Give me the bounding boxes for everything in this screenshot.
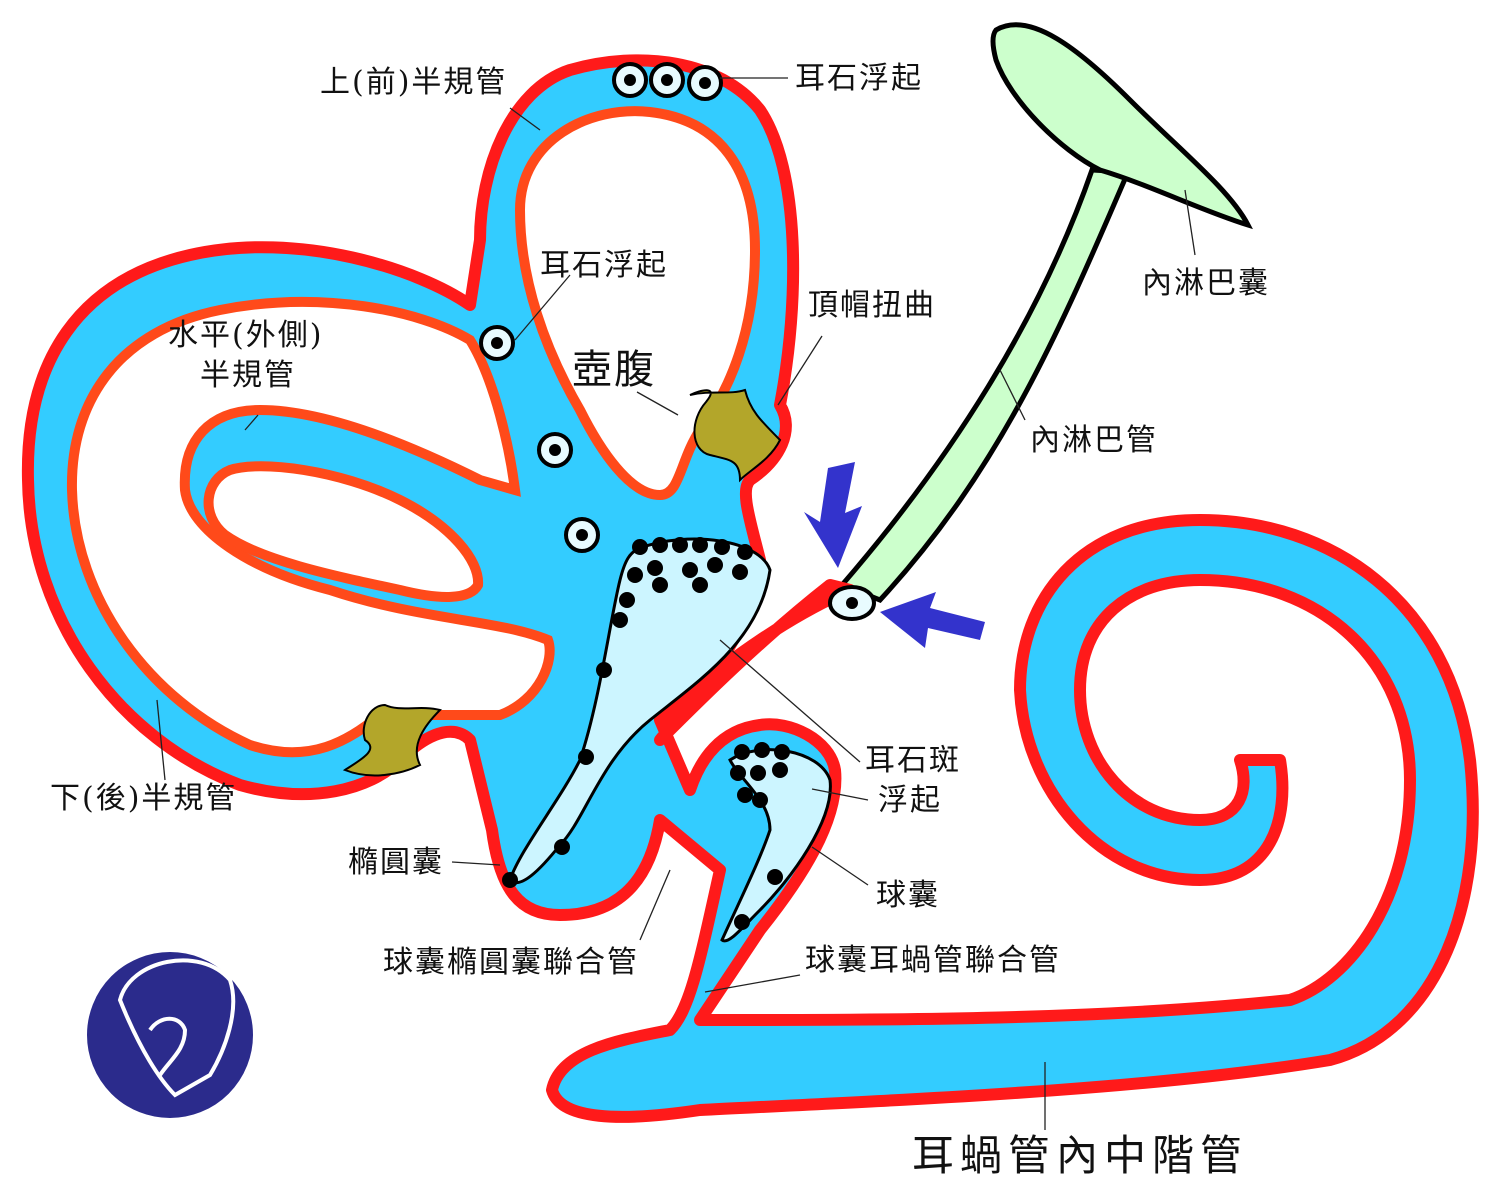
horizontal-canal-inner <box>66 296 555 758</box>
label-utriculosaccular-duct: 球囊橢圓囊聯合管 <box>383 945 639 980</box>
logo-icon <box>83 948 257 1122</box>
label-utricle: 橢圓囊 <box>348 845 444 880</box>
endolymphatic-duct <box>837 167 1132 603</box>
leader-lines <box>156 77 1196 1130</box>
endolymphatic-sac <box>990 22 1253 230</box>
label-superior-canal: 上(前)半規管 <box>320 65 507 100</box>
label-endolymphatic-sac: 內淋巴囊 <box>1142 266 1270 301</box>
label-floating: 浮起 <box>878 783 942 818</box>
label-otoconia-top: 耳石浮起 <box>795 61 923 96</box>
label-otolith-macula: 耳石斑 <box>865 743 961 778</box>
label-ductus-reuniens: 球囊耳蝸管聯合管 <box>805 943 1061 978</box>
pressure-arrow-icon <box>804 462 985 648</box>
label-otoconia-mid: 耳石浮起 <box>540 248 668 283</box>
membranous-labyrinth <box>21 54 1479 1123</box>
label-horizontal-canal-1: 水平(外側) <box>168 318 323 353</box>
label-horizontal-canal-2: 半規管 <box>200 358 296 393</box>
utricle-macula <box>508 537 772 884</box>
cupula-icon <box>342 388 782 777</box>
label-cochlear-duct: 耳蝸管內中階管 <box>912 1131 1248 1180</box>
endolymphatic-system <box>837 22 1253 603</box>
label-endolymphatic-duct: 內淋巴管 <box>1030 423 1158 458</box>
label-ampulla: 壺腹 <box>572 347 656 393</box>
otoconia-icon <box>502 537 790 930</box>
lateral-canal-inner <box>203 461 484 602</box>
label-saccule: 球囊 <box>876 878 940 913</box>
label-cupula-deflection: 頂帽扭曲 <box>808 288 936 323</box>
label-posterior-canal: 下(後)半規管 <box>50 781 237 816</box>
